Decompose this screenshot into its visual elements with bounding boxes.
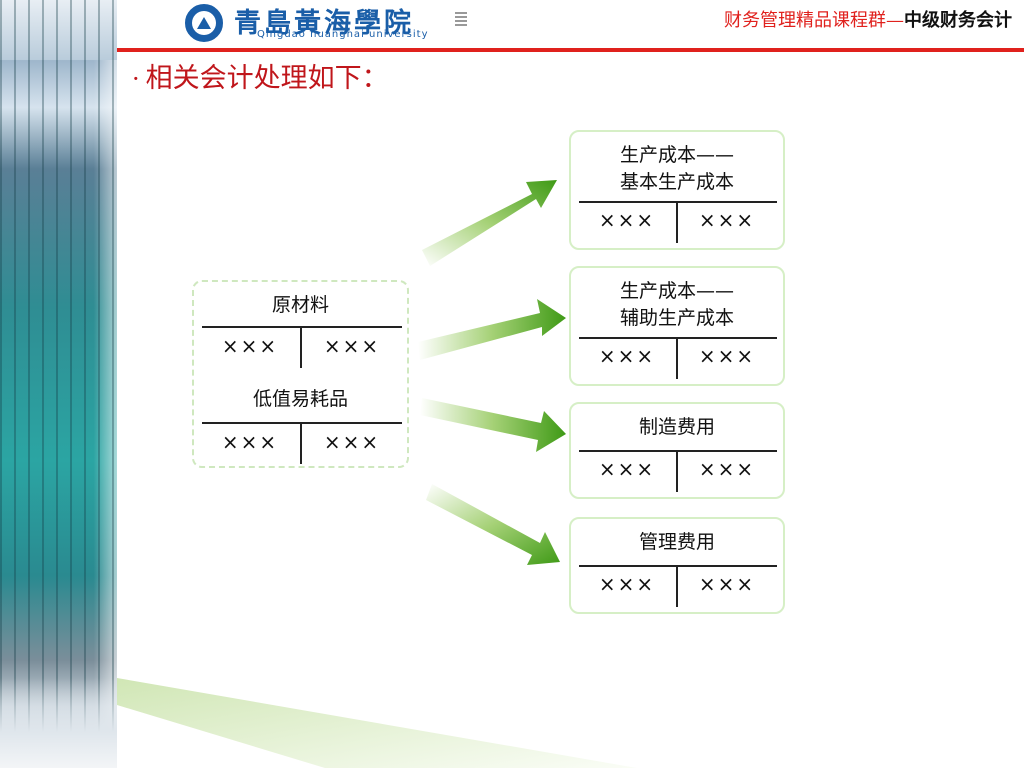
t-account-divider: [676, 201, 678, 243]
t-account-line: [579, 565, 777, 567]
section-title: ·相关会计处理如下：: [132, 56, 389, 95]
target-account-auxiliary-production: 生产成本—— 辅助生产成本 ××× ×××: [569, 266, 785, 386]
header-bar: [117, 0, 1024, 48]
account-title-line1: 管理费用: [638, 531, 715, 553]
account-title-line1: 制造费用: [638, 416, 715, 438]
t-account-divider: [676, 450, 678, 492]
t-account-divider: [300, 422, 302, 464]
logo-text-chinese: 青島黃海學院: [234, 8, 414, 39]
target-account-administrative-expenses: 管理费用 ××× ×××: [569, 517, 785, 614]
debit-value: ×××: [221, 334, 279, 358]
arrow-right-icon: [418, 299, 566, 360]
credit-value: ×××: [323, 430, 381, 454]
building-photo: [0, 0, 117, 768]
account-title-line1: 生产成本——: [619, 144, 734, 166]
sky-area: [0, 0, 117, 60]
course-group-label: 财务管理精品课程群—: [724, 10, 904, 31]
arrow-right-icon: [426, 484, 560, 565]
debit-value: ×××: [598, 208, 656, 232]
bullet-icon: ·: [132, 65, 140, 93]
t-account-divider: [676, 337, 678, 379]
source-accounts-box: 原材料 ××× ××× 低值易耗品 ××× ×××: [192, 280, 409, 468]
credit-value: ×××: [323, 334, 381, 358]
account-title-raw-materials: 原材料: [271, 294, 329, 316]
ground-area: [0, 678, 117, 768]
header-divider: [117, 48, 1024, 52]
account-title-low-value-consumables: 低值易耗品: [252, 388, 348, 410]
account-title-line2: 辅助生产成本: [619, 307, 734, 329]
section-title-text: 相关会计处理如下：: [145, 63, 389, 94]
credit-value: ×××: [698, 457, 756, 481]
account-title-line1: 生产成本——: [619, 280, 734, 302]
seal-icon: [455, 12, 467, 26]
credit-value: ×××: [698, 208, 756, 232]
debit-value: ×××: [221, 430, 279, 454]
t-account-divider: [300, 326, 302, 368]
credit-value: ×××: [698, 344, 756, 368]
credit-value: ×××: [698, 572, 756, 596]
course-title: 财务管理精品课程群—中级财务会计: [724, 6, 1012, 32]
t-account-line: [579, 201, 777, 203]
t-account-line: [579, 450, 777, 452]
t-account-line: [202, 422, 402, 424]
course-name-label: 中级财务会计: [904, 10, 1012, 31]
account-title-line2: 基本生产成本: [619, 171, 734, 193]
arrow-right-icon: [420, 398, 566, 452]
t-account-divider: [676, 565, 678, 607]
debit-value: ×××: [598, 572, 656, 596]
target-account-basic-production: 生产成本—— 基本生产成本 ××× ×××: [569, 130, 785, 250]
university-emblem-icon: [185, 4, 223, 42]
t-account-line: [202, 326, 402, 328]
target-account-manufacturing-overhead: 制造费用 ××× ×××: [569, 402, 785, 499]
debit-value: ×××: [598, 344, 656, 368]
arrow-right-icon: [422, 180, 557, 266]
t-account-line: [579, 337, 777, 339]
debit-value: ×××: [598, 457, 656, 481]
building-facade: [0, 0, 117, 768]
logo-text-english: Qingdao huanghai university: [257, 29, 429, 40]
